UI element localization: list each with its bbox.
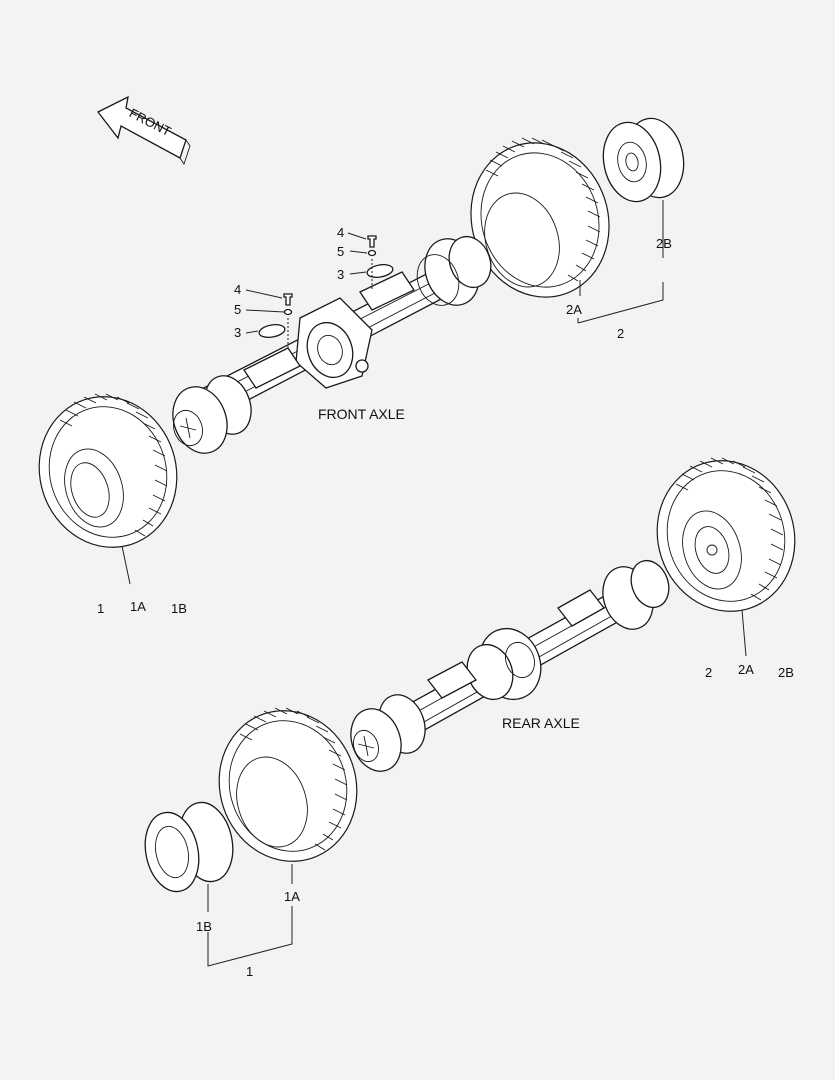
rear-left-assembly-callout: 1 xyxy=(246,964,253,979)
front-left-assembly-callout: 1 xyxy=(97,601,104,616)
rear-axle-title: REAR AXLE xyxy=(502,715,580,731)
rear-right-tire xyxy=(656,457,796,612)
front-axle-title: FRONT AXLE xyxy=(318,406,405,422)
lower-bolt-callout: 4 xyxy=(234,282,241,297)
upper-bolt-callout: 4 xyxy=(337,225,344,240)
front-left-rim-callout: 1B xyxy=(171,601,187,616)
upper-washer-icon xyxy=(367,249,377,257)
front-right-rim-callout: 2B xyxy=(656,236,672,251)
front-right-tire xyxy=(470,137,610,298)
upper-washer-callout: 5 xyxy=(337,244,344,259)
front-right-tire-callout: 2A xyxy=(566,302,582,317)
front-axle-housing xyxy=(172,235,492,454)
rear-right-assembly-callout: 2 xyxy=(705,665,712,680)
upper-cover-hardware: 4 5 3 xyxy=(337,225,394,290)
front-right-wheel-assembly: 2B 2A 2 xyxy=(470,117,685,341)
rear-left-wheel-assembly: 1A 1B 1 xyxy=(144,707,358,979)
upper-bolt-icon xyxy=(367,235,377,248)
lower-washer-icon xyxy=(283,308,293,316)
upper-cover-callout: 3 xyxy=(337,267,344,282)
rear-axle-housing xyxy=(350,559,670,772)
rear-left-tire xyxy=(218,707,358,862)
front-left-tire-callout: 1A xyxy=(130,599,146,614)
rear-right-rim-callout: 2B xyxy=(778,665,794,680)
front-left-tire xyxy=(38,393,178,548)
rear-left-rim-callout: 1B xyxy=(196,919,212,934)
rear-right-tire-callout: 2A xyxy=(738,662,754,677)
lower-cover-hardware: 4 5 3 xyxy=(234,282,293,350)
upper-cover-icon xyxy=(366,264,394,278)
front-right-assembly-callout: 2 xyxy=(617,326,624,341)
lower-washer-callout: 5 xyxy=(234,302,241,317)
front-left-wheel-assembly: 1 1A 1B xyxy=(38,393,187,616)
rear-left-rim xyxy=(144,801,234,893)
front-right-rim xyxy=(602,117,685,203)
front-direction-arrow: FRONT xyxy=(97,95,191,166)
rear-left-tire-callout: 1A xyxy=(284,889,300,904)
lower-cover-icon xyxy=(258,324,286,338)
lower-cover-callout: 3 xyxy=(234,325,241,340)
rear-right-wheel-assembly: 2 2A 2B xyxy=(656,457,796,680)
lower-bolt-icon xyxy=(283,293,293,306)
